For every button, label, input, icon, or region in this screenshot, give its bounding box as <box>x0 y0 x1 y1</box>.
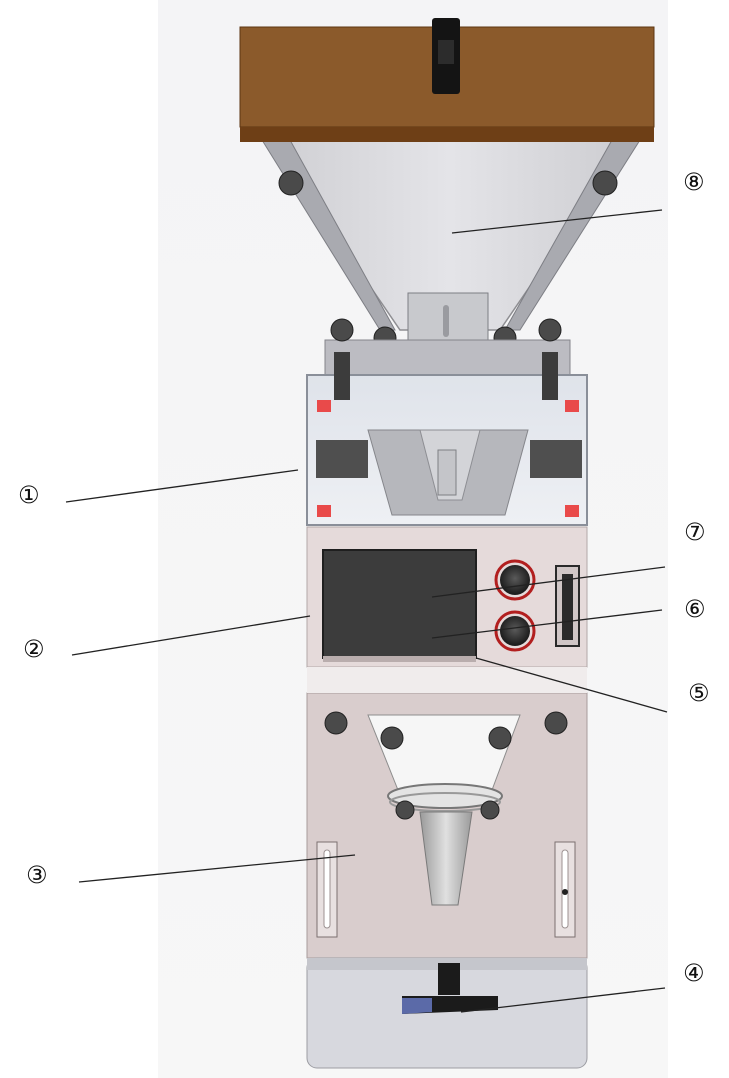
upper-knob-ring <box>494 559 536 601</box>
control-panel <box>306 526 588 668</box>
leader-line-6 <box>431 609 663 639</box>
leader-line-7 <box>431 566 666 598</box>
callout-number-8: ⑧ <box>683 168 705 196</box>
handle[interactable] <box>402 963 498 1014</box>
lower-knob-icon[interactable] <box>500 616 530 646</box>
red-indicator-icon <box>317 505 331 517</box>
callout-number-4: ④ <box>683 959 705 987</box>
red-indicator-icon <box>317 400 331 412</box>
callout-number-1: ① <box>18 481 40 509</box>
hopper-knob-icon[interactable] <box>592 170 618 196</box>
leader-lines <box>65 209 668 1013</box>
callout-numbers: ① ② ③ ④ ⑤ ⑥ ⑦ ⑧ <box>18 168 710 987</box>
clamp-ring <box>387 783 503 809</box>
red-indicator-icon <box>565 400 579 412</box>
clamp-knob-icon[interactable] <box>395 800 415 820</box>
funnel-knob-icon[interactable] <box>488 726 512 750</box>
handle-grip <box>402 998 432 1014</box>
leader-line-3 <box>78 854 356 883</box>
lower-bolt-icon <box>324 711 348 735</box>
callout-number-7: ⑦ <box>684 518 706 546</box>
clamp-knob-icon[interactable] <box>480 800 500 820</box>
upper-knob-icon[interactable] <box>500 565 530 595</box>
transparent-cover <box>306 318 588 526</box>
callout-number-6: ⑥ <box>684 595 706 623</box>
bracket-slot <box>443 305 449 337</box>
callout-number-5: ⑤ <box>688 679 710 707</box>
discharge-cone <box>419 811 473 906</box>
handle-stem <box>438 963 460 995</box>
leader-line-4 <box>460 987 666 1013</box>
leader-line-8 <box>451 209 663 234</box>
lower-bolt-icon <box>544 711 568 735</box>
left-clamp-block <box>316 440 368 478</box>
right-clamp-block <box>530 440 582 478</box>
leader-line-1 <box>65 469 299 503</box>
red-indicator-icon <box>565 505 579 517</box>
cover-post <box>542 352 558 400</box>
callout-number-2: ② <box>23 635 45 663</box>
hopper-lid[interactable] <box>239 18 655 142</box>
cover-post <box>334 352 350 400</box>
callout-number-3: ③ <box>26 861 48 889</box>
leader-line-5 <box>475 657 668 713</box>
cover-back-frame <box>324 339 571 376</box>
leader-line-2 <box>71 615 311 656</box>
lower-panel-band <box>307 667 587 693</box>
inner-spout <box>437 449 457 496</box>
funnel-knob-icon[interactable] <box>380 726 404 750</box>
lower-panel <box>306 667 588 959</box>
cover-bolt-icon <box>330 318 354 342</box>
cover-bolt-icon <box>538 318 562 342</box>
lower-knob-ring <box>494 610 536 652</box>
display-screen[interactable] <box>322 549 477 659</box>
screen-frame-edge <box>323 656 476 662</box>
hopper-knob-icon[interactable] <box>278 170 304 196</box>
